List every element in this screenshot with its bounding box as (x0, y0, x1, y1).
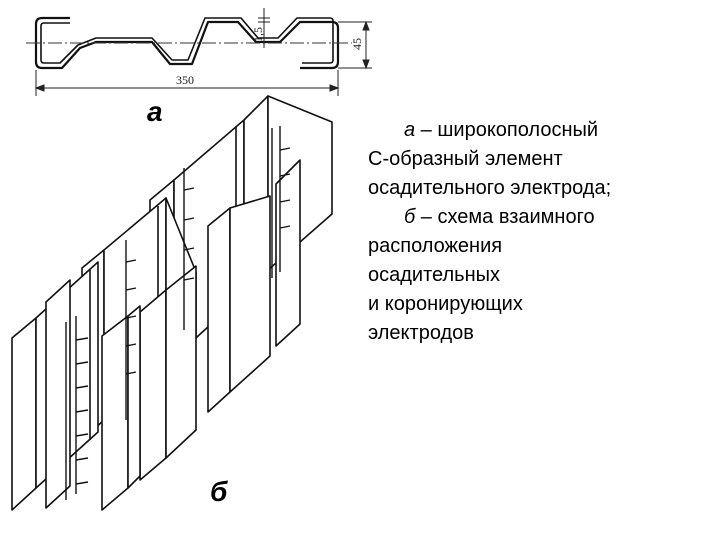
thickness-dimension (258, 8, 270, 48)
panel-label-a: а (147, 96, 163, 127)
panel-label-b: б (210, 476, 228, 507)
width-dimension (34, 70, 340, 96)
height-dimension-label: 45 (350, 38, 364, 50)
figure-caption: а – широкополосный С-образный элемент ос… (368, 116, 708, 348)
c-profile-outer (34, 16, 340, 70)
caption-line-4-text: – схема взаимного (415, 206, 595, 228)
electrode-arrangement (11, 95, 333, 511)
caption-line-1-text: – широкополосный (415, 119, 599, 141)
c-profile-inner (40, 17, 334, 64)
caption-letter-b: б (404, 206, 416, 228)
caption-letter-a: а (404, 119, 416, 141)
height-dimension (338, 20, 372, 70)
caption-line-5: расположения (368, 235, 503, 257)
caption-line-4: б – схема взаимного (368, 203, 708, 232)
caption-line-2: С-образный элемент (368, 148, 563, 170)
caption-line-3: осадительного электрода; (368, 177, 612, 199)
width-dimension-label: 350 (176, 73, 194, 87)
corona-electrodes (65, 126, 291, 500)
thickness-dimension-label: 1,5 (251, 27, 265, 42)
caption-line-8: электродов (368, 322, 474, 344)
front-row-plates (11, 261, 141, 511)
c-profile-drawing (34, 16, 340, 70)
caption-line-1: а – широкополосный (368, 116, 708, 145)
caption-line-7: и коронирующих (368, 293, 523, 315)
caption-line-6: осадительных (368, 264, 500, 286)
